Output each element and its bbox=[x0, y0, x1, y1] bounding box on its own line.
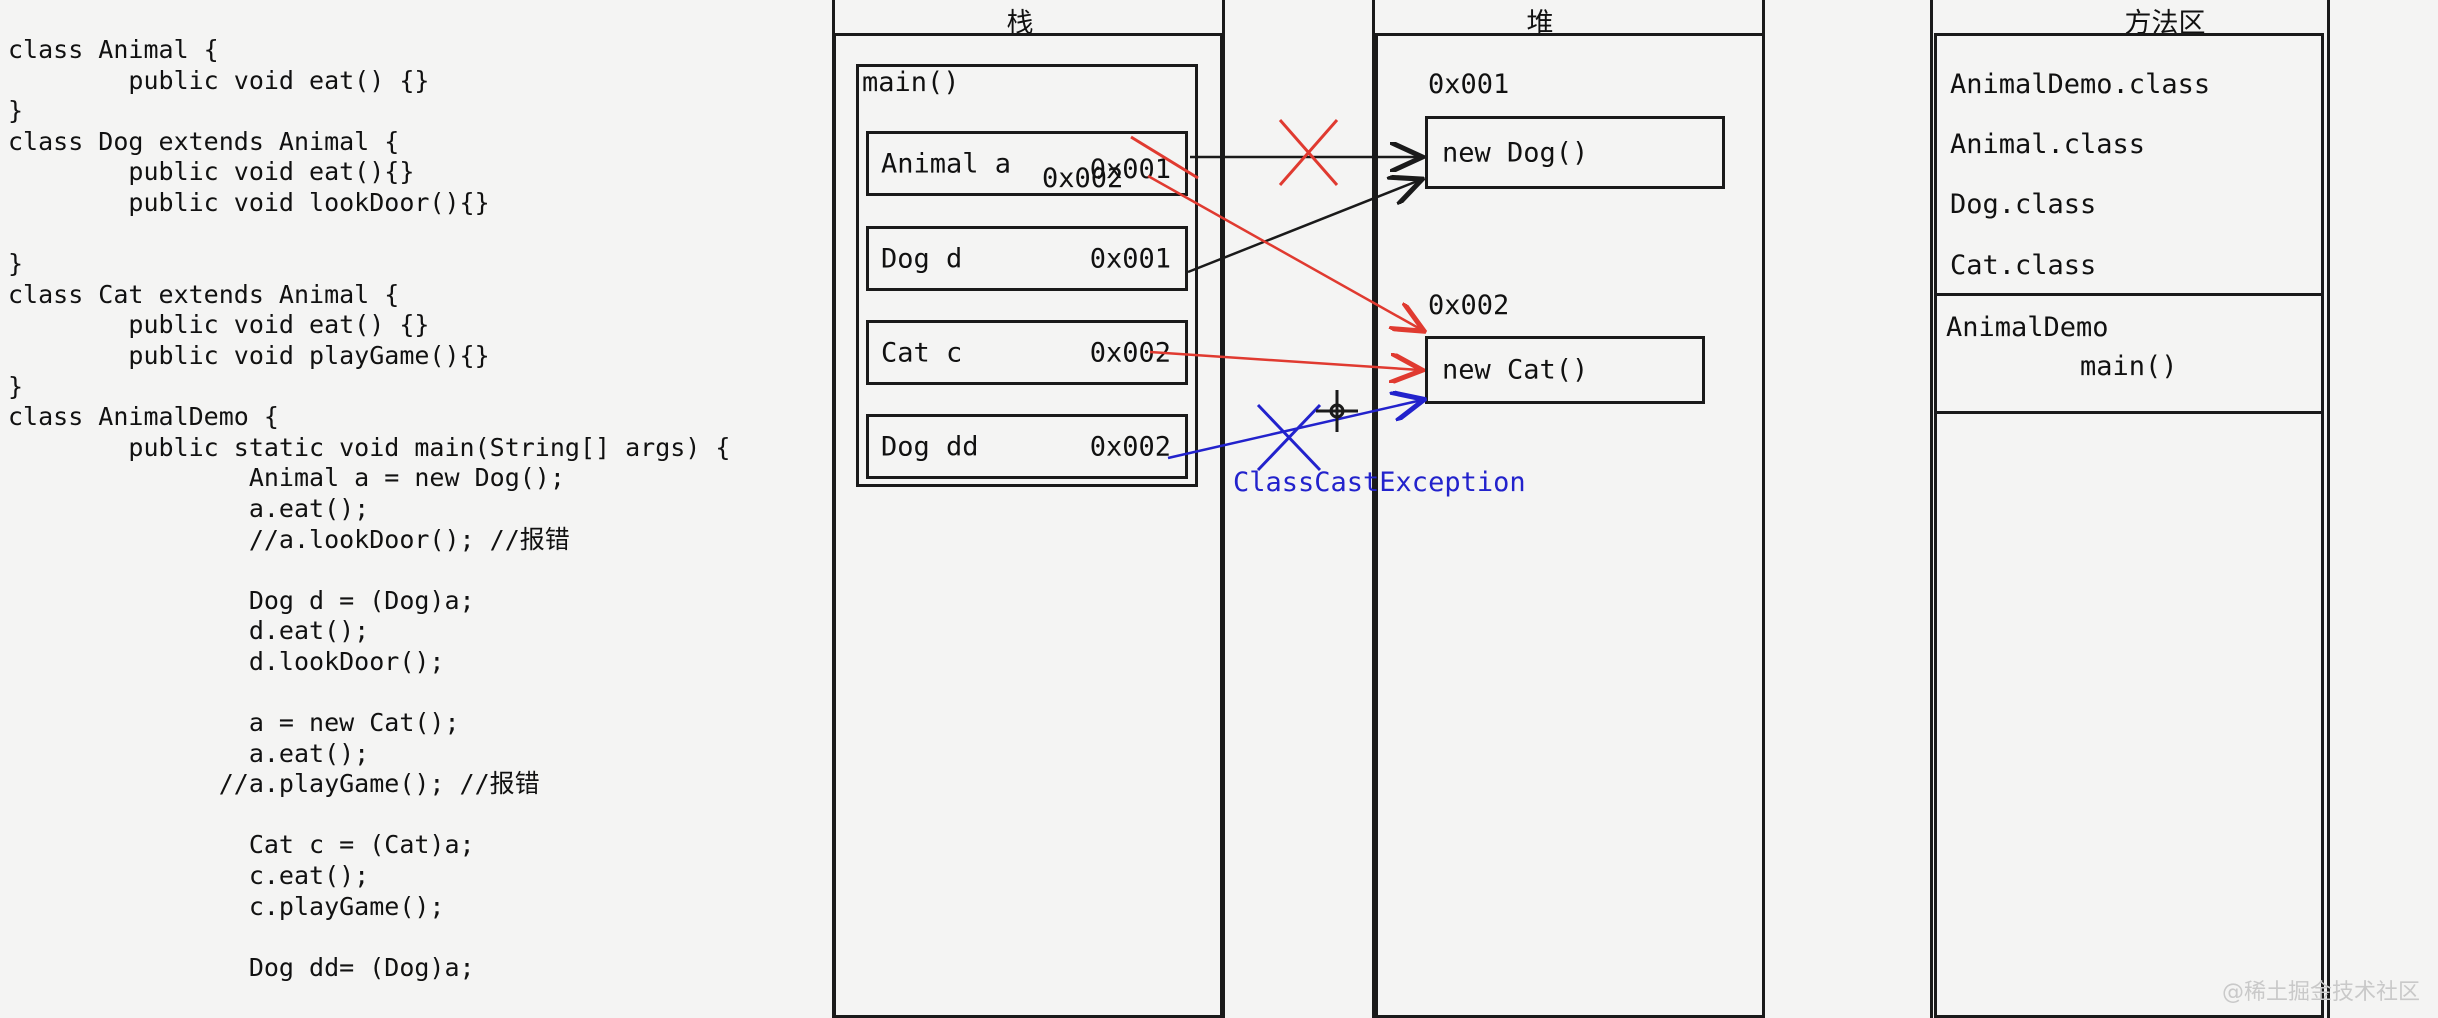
separator-method-right bbox=[2327, 0, 2330, 1018]
heap-object-label: new Dog() bbox=[1442, 137, 1589, 168]
stack-slot-animal-a[interactable]: Animal a 0x001 bbox=[866, 131, 1188, 196]
stack-slot-name: Dog d bbox=[881, 243, 963, 274]
separator-method-left bbox=[1930, 0, 1933, 1018]
stack-slot-name: Dog dd bbox=[881, 431, 979, 462]
heap-address-0x001: 0x001 bbox=[1428, 69, 1510, 100]
stack-slot-dog-dd[interactable]: Dog dd 0x002 bbox=[866, 414, 1188, 479]
stack-slot-value: 0x002 bbox=[1089, 431, 1171, 462]
method-area-class-animal: Animal.class bbox=[1950, 129, 2146, 160]
class-cast-exception-label: ClassCastException bbox=[1233, 467, 1526, 498]
separator-stack-heap bbox=[1222, 0, 1225, 1018]
heap-object-new-cat[interactable]: new Cat() bbox=[1425, 336, 1705, 404]
site-watermark: @稀土掘金技术社区 bbox=[2221, 980, 2420, 1005]
code-panel: class Animal { public void eat() {} } cl… bbox=[0, 0, 830, 1018]
stack-slot-value: 0x002 bbox=[1089, 337, 1171, 368]
method-area-class-animaldemo: AnimalDemo.class bbox=[1950, 69, 2211, 100]
method-area-divider-top bbox=[1934, 293, 2324, 296]
stack-slot-dog-d[interactable]: Dog d 0x001 bbox=[866, 226, 1188, 291]
stack-slot-cat-c[interactable]: Cat c 0x002 bbox=[866, 320, 1188, 385]
stack-slot-name: Animal a bbox=[881, 148, 1012, 179]
stack-region-box bbox=[833, 33, 1223, 1018]
red-cross-animal-a-arrow bbox=[1278, 119, 1339, 186]
java-source-code: class Animal { public void eat() {} } cl… bbox=[8, 35, 731, 1018]
method-area-class-cat: Cat.class bbox=[1950, 250, 2097, 281]
blue-cross-dog-dd-arrow bbox=[1256, 403, 1322, 472]
separator-heap-left bbox=[1372, 0, 1375, 1018]
stack-slot-name: Cat c bbox=[881, 337, 963, 368]
stack-slot-value: 0x001 bbox=[1089, 243, 1171, 274]
stack-slot-value-updated: 0x002 bbox=[1042, 163, 1124, 194]
stack-frame-label: main() bbox=[862, 67, 960, 98]
crosshair-cursor bbox=[1316, 390, 1358, 432]
heap-object-label: new Cat() bbox=[1442, 354, 1589, 386]
heap-address-0x002: 0x002 bbox=[1428, 290, 1510, 321]
method-area-class-dog: Dog.class bbox=[1950, 189, 2097, 220]
method-area-stack-owner: AnimalDemo bbox=[1946, 312, 2109, 343]
method-area-stack-method: main() bbox=[2080, 351, 2178, 382]
method-area-divider-bottom bbox=[1934, 411, 2324, 414]
heap-region-box bbox=[1375, 33, 1765, 1018]
method-area-region-box bbox=[1934, 33, 2324, 1018]
heap-object-new-dog[interactable]: new Dog() bbox=[1425, 116, 1725, 189]
